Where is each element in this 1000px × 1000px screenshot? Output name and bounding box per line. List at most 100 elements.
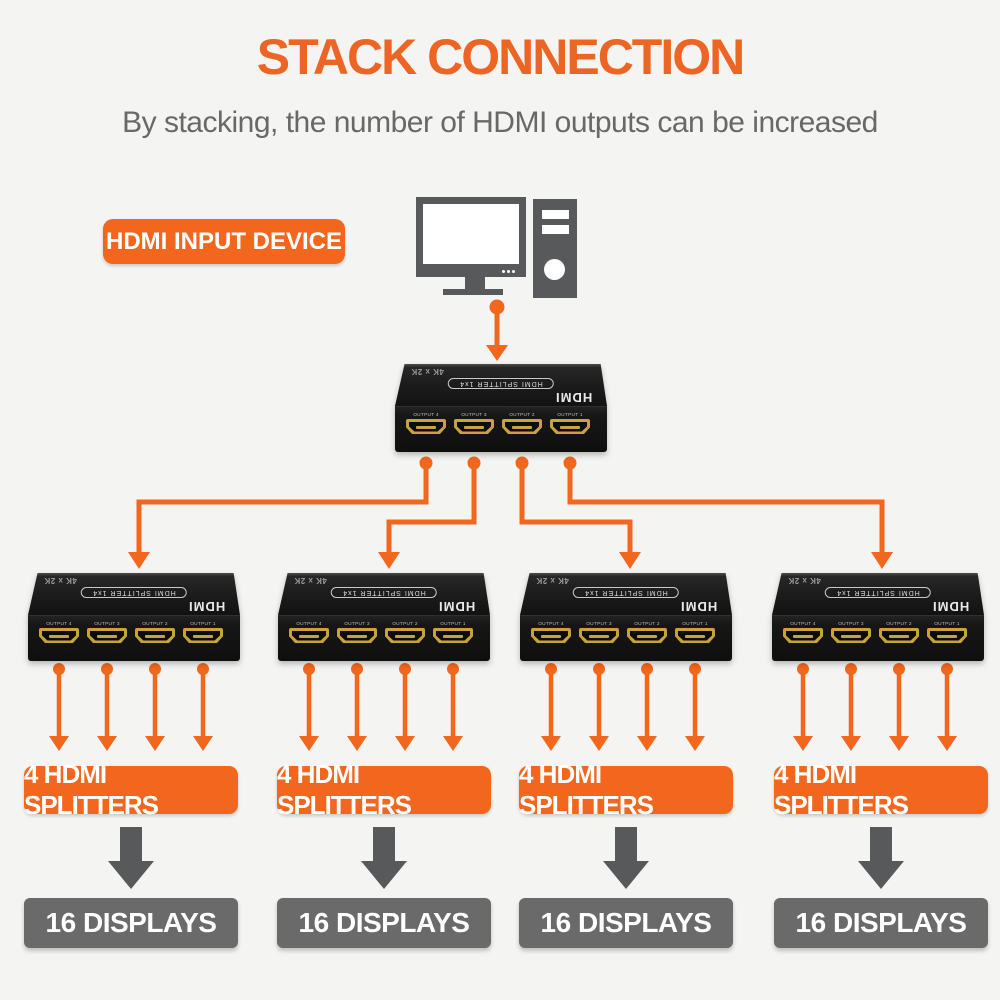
displays-label: 16 DISPLAYS [45, 907, 217, 938]
port-label: OUTPUT 2 [142, 621, 168, 627]
hdmi-port: OUTPUT 2 [383, 621, 427, 643]
splitter-top-face: 4K x 2K HDMI SPLITTER 1x4 HDMI [772, 573, 984, 615]
splitter-front-face: OUTPUT 4 OUTPUT 3 OUTPUT 2 OUTPUT 1 [28, 615, 240, 661]
splitter-top-face: 4K x 2K HDMI SPLITTER 1x4 HDMI [520, 573, 732, 615]
displays-label: 16 DISPLAYS [298, 907, 470, 938]
hdmi-port-icon [502, 419, 542, 434]
monitor-stand-icon [465, 277, 485, 290]
tower-power-button-icon [544, 259, 565, 280]
port-label: OUTPUT 3 [461, 412, 487, 418]
port-label: OUTPUT 1 [682, 621, 708, 627]
splitter-top-face: 4K x 2K HDMI SPLITTER 1x4 HDMI [28, 573, 240, 615]
splitter-size-label: 4K x 2K [788, 576, 821, 585]
hdmi-logo: HDMI [554, 390, 592, 405]
hdmi-port-icon [579, 628, 619, 643]
hdmi-port: OUTPUT 3 [577, 621, 621, 643]
hdmi-port-icon [675, 628, 715, 643]
hdmi-port: OUTPUT 3 [85, 621, 129, 643]
splitter-front-face: OUTPUT 4 OUTPUT 3 OUTPUT 2 OUTPUT 1 [395, 406, 607, 452]
port-label: OUTPUT 1 [557, 412, 583, 418]
monitor-base-icon [443, 289, 503, 295]
splitters-label: 4 HDMI SPLITTERS [519, 759, 654, 820]
hdmi-port-icon [87, 628, 127, 643]
hdmi-port: OUTPUT 3 [829, 621, 873, 643]
port-label: OUTPUT 3 [94, 621, 120, 627]
port-label: OUTPUT 4 [296, 621, 322, 627]
hdmi-port: OUTPUT 3 [335, 621, 379, 643]
hdmi-port-icon [550, 419, 590, 434]
hdmi-port: OUTPUT 1 [431, 621, 475, 643]
hdmi-logo: HDMI [931, 599, 969, 614]
splitter-model-label: HDMI SPLITTER 1x4 [573, 587, 679, 598]
hdmi-port: OUTPUT 1 [548, 412, 592, 434]
hdmi-port-icon [385, 628, 425, 643]
hdmi-port: OUTPUT 3 [452, 412, 496, 434]
splitter-model-label: HDMI SPLITTER 1x4 [448, 378, 554, 389]
hdmi-input-device-label: HDMI INPUT DEVICE [105, 227, 342, 255]
port-label: OUTPUT 3 [838, 621, 864, 627]
hdmi-splitter-top: 4K x 2K HDMI SPLITTER 1x4 HDMI OUTPUT 4 … [395, 364, 607, 452]
tower-drive-slot-icon [542, 225, 569, 234]
hdmi-port: OUTPUT 1 [673, 621, 717, 643]
hdmi-port-icon [454, 419, 494, 434]
hdmi-logo: HDMI [679, 599, 717, 614]
hdmi-input-device-badge: HDMI INPUT DEVICE [103, 219, 345, 264]
hdmi-port-icon [927, 628, 967, 643]
hdmi-splitter-3: 4K x 2K HDMI SPLITTER 1x4 HDMI OUTPUT 4 … [520, 573, 732, 661]
splitters-label: 4 HDMI SPLITTERS [277, 759, 412, 820]
tower-drive-slot-icon [542, 210, 569, 219]
hdmi-port-icon [627, 628, 667, 643]
hdmi-port-icon [289, 628, 329, 643]
hdmi-port-icon [783, 628, 823, 643]
splitter-top-face: 4K x 2K HDMI SPLITTER 1x4 HDMI [278, 573, 490, 615]
hdmi-port: OUTPUT 4 [37, 621, 81, 643]
page-title: STACK CONNECTION [256, 29, 746, 85]
hdmi-port-icon [433, 628, 473, 643]
computer-tower-icon [533, 199, 577, 298]
port-label: OUTPUT 4 [538, 621, 564, 627]
hdmi-port-icon [337, 628, 377, 643]
splitter-front-face: OUTPUT 4 OUTPUT 3 OUTPUT 2 OUTPUT 1 [278, 615, 490, 661]
hdmi-port: OUTPUT 4 [781, 621, 825, 643]
hdmi-port: OUTPUT 2 [500, 412, 544, 434]
displays-label: 16 DISPLAYS [795, 907, 967, 938]
hdmi-port-icon [39, 628, 79, 643]
port-label: OUTPUT 4 [790, 621, 816, 627]
splitter-size-label: 4K x 2K [536, 576, 569, 585]
hdmi-port: OUTPUT 2 [625, 621, 669, 643]
branch-lines [128, 456, 893, 569]
splitter-size-label: 4K x 2K [294, 576, 327, 585]
hdmi-logo: HDMI [437, 599, 475, 614]
displays-badge-1: 16 DISPLAYS [24, 898, 238, 948]
hdmi-port: OUTPUT 4 [287, 621, 331, 643]
displays-badge-2: 16 DISPLAYS [277, 898, 491, 948]
displays-label: 16 DISPLAYS [540, 907, 712, 938]
splitters-label: 4 HDMI SPLITTERS [774, 759, 909, 820]
port-label: OUTPUT 1 [440, 621, 466, 627]
arrow-input-to-splitter [486, 299, 508, 361]
port-label: OUTPUT 1 [934, 621, 960, 627]
splitter-model-label: HDMI SPLITTER 1x4 [825, 587, 931, 598]
port-label: OUTPUT 2 [634, 621, 660, 627]
splitters-badge-1: 4 HDMI SPLITTERS [24, 759, 238, 820]
hdmi-port: OUTPUT 1 [181, 621, 225, 643]
splitter-front-face: OUTPUT 4 OUTPUT 3 OUTPUT 2 OUTPUT 1 [520, 615, 732, 661]
monitor-icon [416, 197, 526, 277]
port-label: OUTPUT 2 [886, 621, 912, 627]
port-label: OUTPUT 4 [413, 412, 439, 418]
hdmi-splitter-2: 4K x 2K HDMI SPLITTER 1x4 HDMI OUTPUT 4 … [278, 573, 490, 661]
splitters-label: 4 HDMI SPLITTERS [24, 759, 159, 820]
splitter-model-label: HDMI SPLITTER 1x4 [331, 587, 437, 598]
hdmi-port: OUTPUT 4 [404, 412, 448, 434]
output-arrows [49, 663, 957, 751]
port-label: OUTPUT 2 [509, 412, 535, 418]
hdmi-port-icon [531, 628, 571, 643]
splitter-top-face: 4K x 2K HDMI SPLITTER 1x4 HDMI [395, 364, 607, 406]
hdmi-port-icon [135, 628, 175, 643]
port-label: OUTPUT 2 [392, 621, 418, 627]
port-label: OUTPUT 3 [586, 621, 612, 627]
hdmi-splitter-1: 4K x 2K HDMI SPLITTER 1x4 HDMI OUTPUT 4 … [28, 573, 240, 661]
splitter-size-label: 4K x 2K [44, 576, 77, 585]
